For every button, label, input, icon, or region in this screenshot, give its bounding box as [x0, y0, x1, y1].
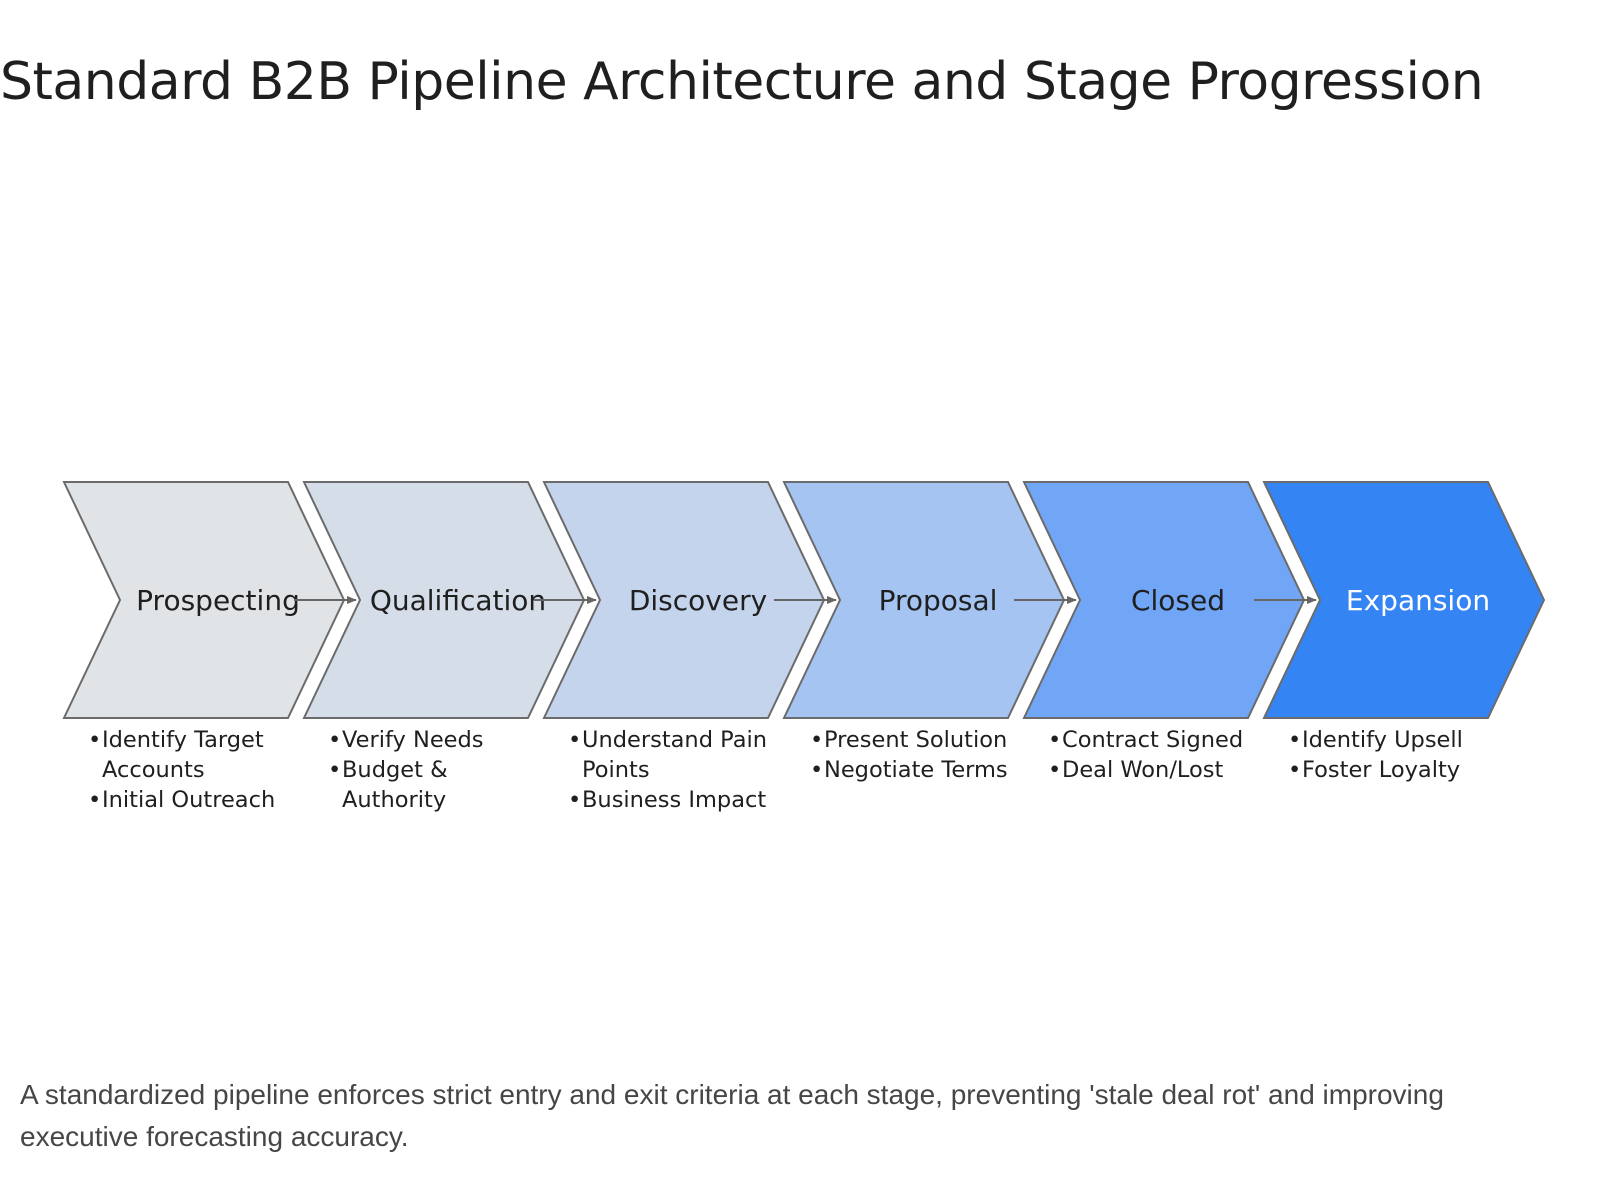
stage-bullets-discovery: Understand Pain Points Business Impact — [568, 725, 798, 815]
stage-label-expansion: Expansion — [1346, 584, 1490, 617]
stage-bullet: Budget & Authority — [328, 755, 558, 815]
stage-bullets-closed: Contract Signed Deal Won/Lost — [1048, 725, 1278, 785]
stage-bullet: Contract Signed — [1048, 725, 1278, 755]
stage-bullet: Business Impact — [568, 785, 798, 815]
stage-chevron-proposal — [782, 481, 1066, 719]
stage-label-qualification: Qualification — [370, 584, 546, 617]
stage-bullet: Deal Won/Lost — [1048, 755, 1278, 785]
page-title: Standard B2B Pipeline Architecture and S… — [0, 52, 1484, 112]
stage-chevron-prospecting — [62, 481, 346, 719]
stage-bullet: Negotiate Terms — [810, 755, 1040, 785]
stage-bullets-proposal: Present Solution Negotiate Terms — [810, 725, 1040, 785]
stage-label-prospecting: Prospecting — [136, 584, 300, 617]
stage-bullet: Initial Outreach — [88, 785, 318, 815]
stage-chevron-closed — [1022, 481, 1306, 719]
stage-label-discovery: Discovery — [629, 584, 767, 617]
stage-bullet: Verify Needs — [328, 725, 558, 755]
stage-bullet: Foster Loyalty — [1288, 755, 1518, 785]
stage-bullet: Identify Upsell — [1288, 725, 1518, 755]
stage-bullet: Present Solution — [810, 725, 1040, 755]
stage-bullets-prospecting: Identify Target Accounts Initial Outreac… — [88, 725, 318, 815]
stage-chevron-expansion — [1262, 481, 1546, 719]
stage-bullet: Identify Target Accounts — [88, 725, 318, 785]
stage-chevron-discovery — [542, 481, 826, 719]
stage-chevron-qualification — [302, 481, 586, 719]
stage-label-proposal: Proposal — [879, 584, 998, 617]
figure-caption: A standardized pipeline enforces strict … — [20, 1079, 1444, 1152]
stage-bullets-qualification: Verify Needs Budget & Authority — [328, 725, 558, 815]
pipeline-chevrons: Prospecting Qualification Discovery Proposa… — [62, 481, 1546, 719]
stage-bullet: Understand Pain Points — [568, 725, 798, 785]
stage-label-closed: Closed — [1131, 584, 1225, 617]
pipeline-diagram: Prospecting Qualification Discovery Proposa… — [0, 150, 1600, 910]
stage-bullets-expansion: Identify Upsell Foster Loyalty — [1288, 725, 1518, 785]
